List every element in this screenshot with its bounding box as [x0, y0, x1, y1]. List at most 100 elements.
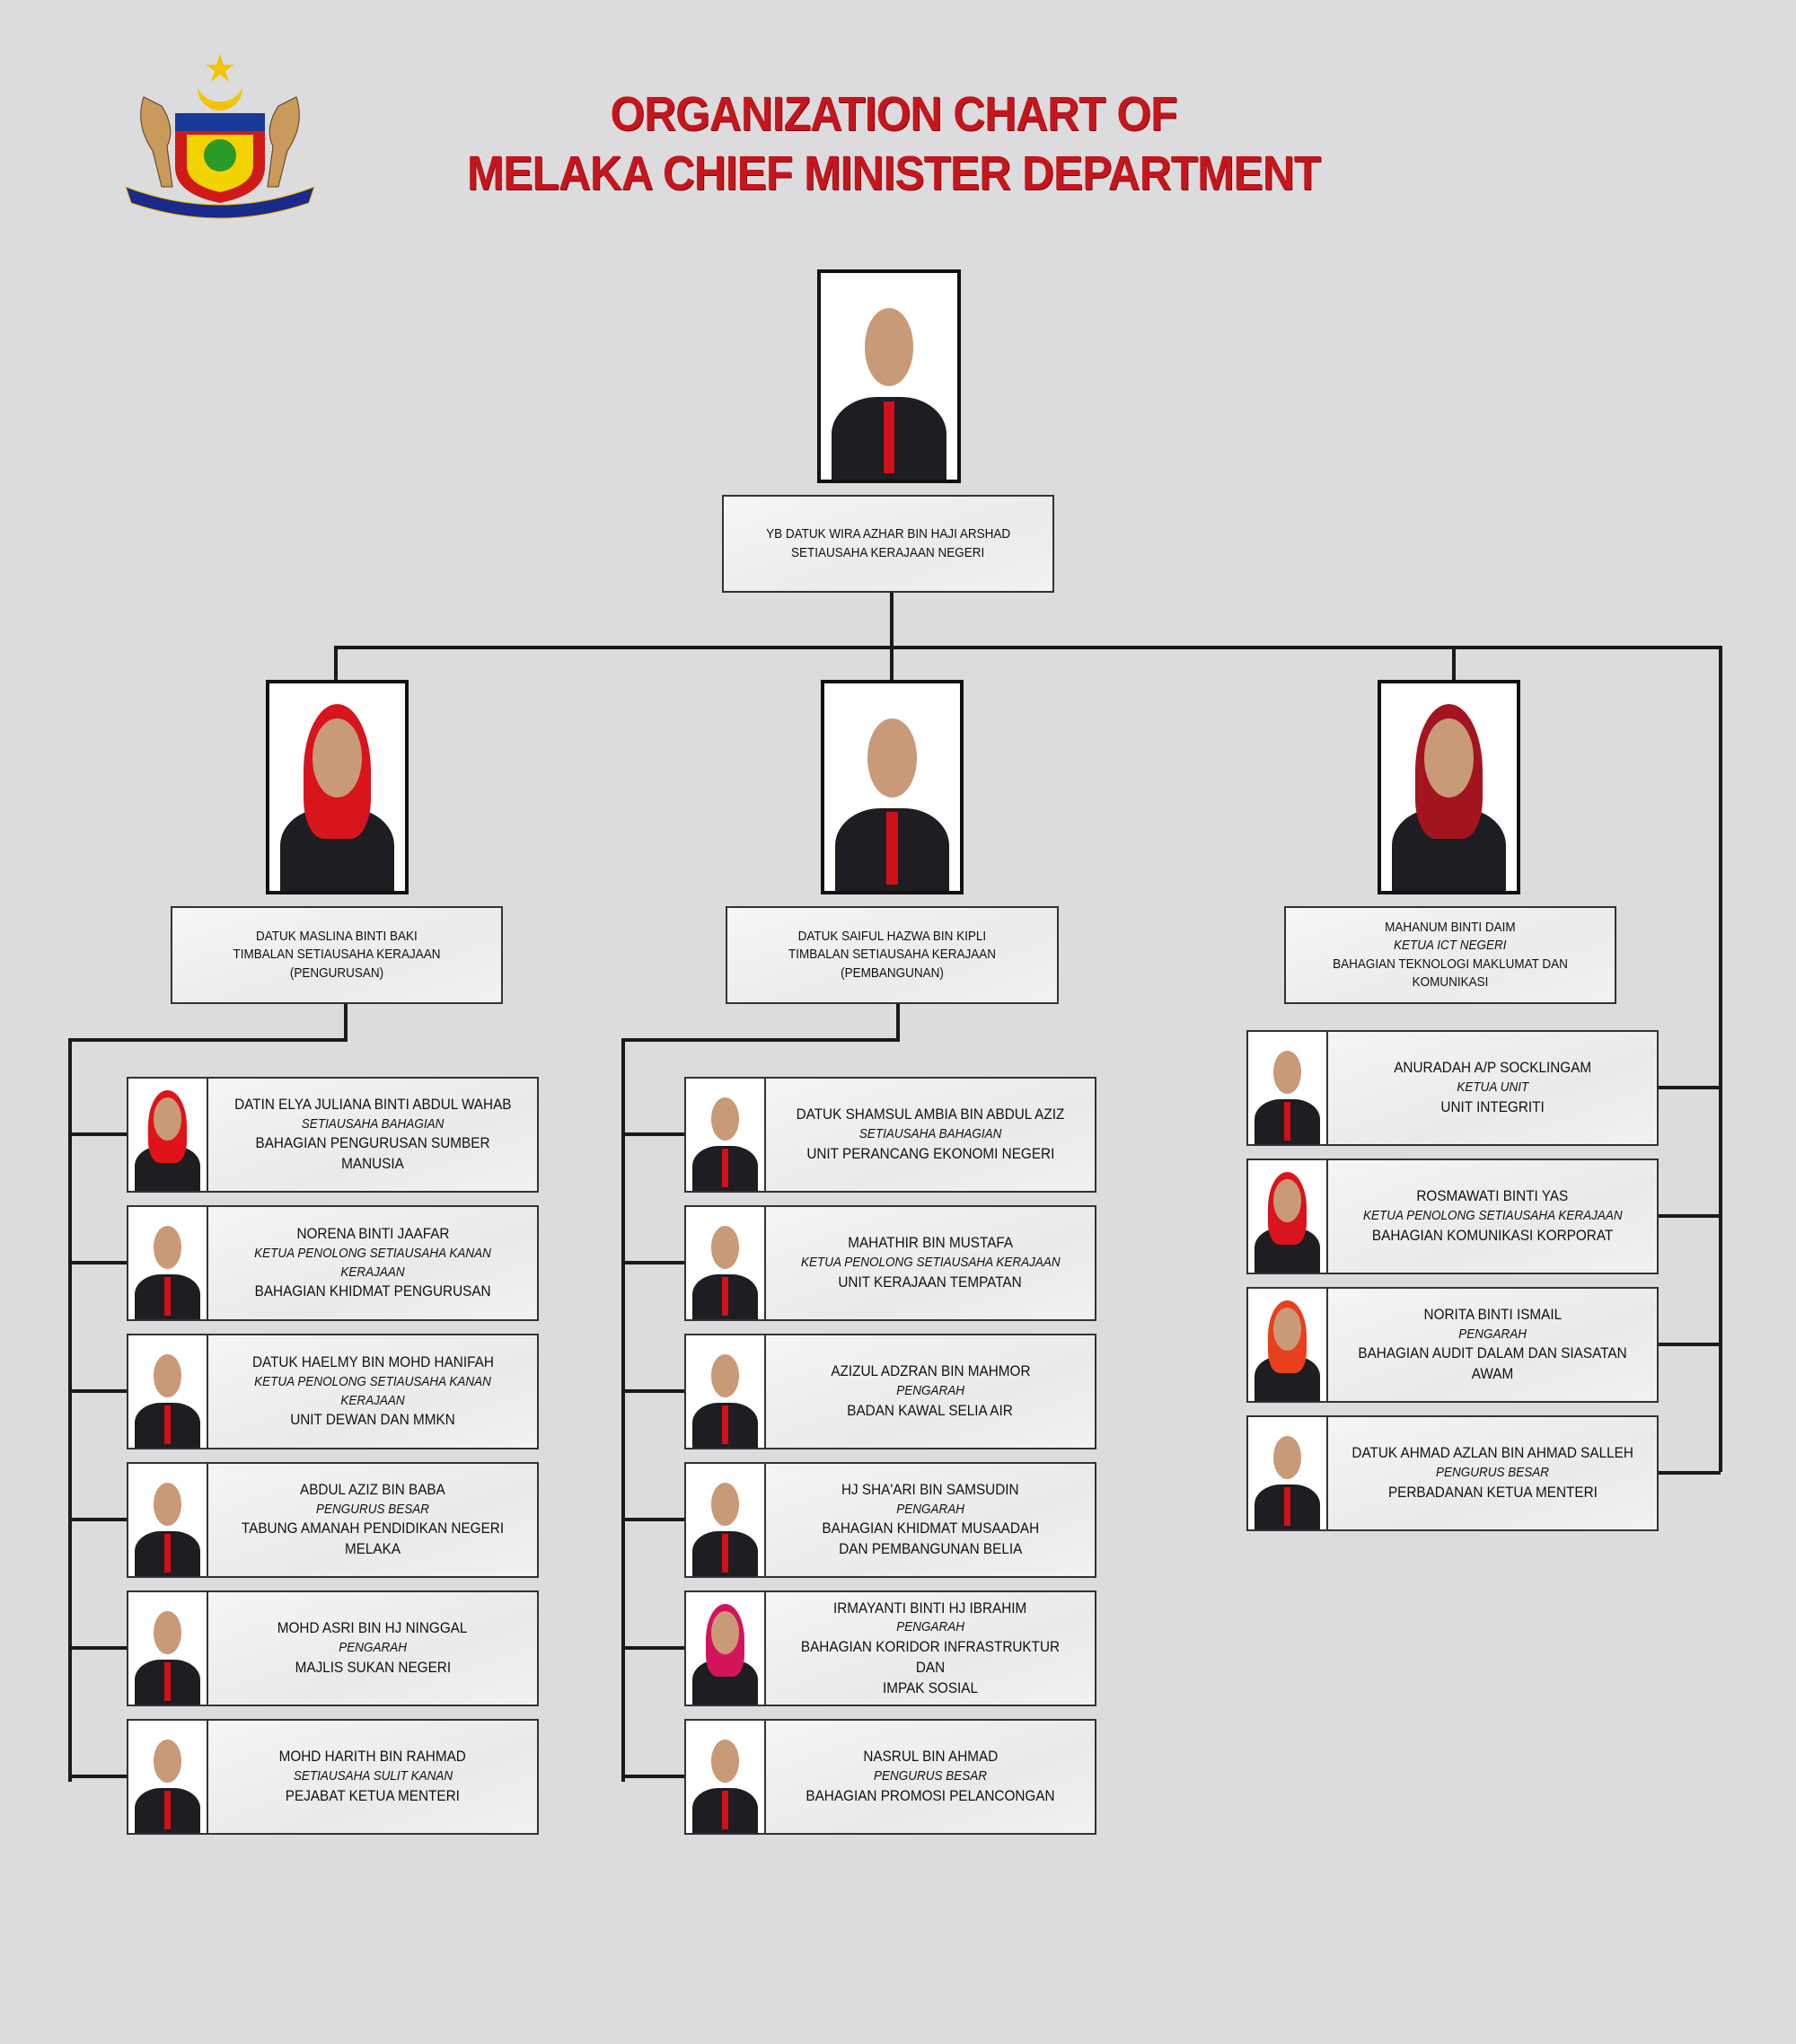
portrait-face [1272, 1436, 1302, 1479]
person-name: AZIZUL ADZRAN BIN MAHMOR [830, 1362, 1031, 1380]
deputy-photo [821, 680, 964, 894]
connector [70, 1261, 127, 1264]
portrait-photo [686, 1464, 766, 1576]
portrait-photo [686, 1079, 766, 1191]
person-role: PENGURUS BESAR [315, 1501, 430, 1517]
connector [334, 646, 338, 682]
person-unit: BADAN KAWAL SELIA AIR [847, 1401, 1014, 1419]
portrait-face [710, 1483, 740, 1526]
person-role: KETUA PENOLONG SETIAUSAHA KERAJAAN [800, 1255, 1061, 1271]
person-name: NASRUL BIN AHMAD [863, 1748, 998, 1766]
chart-title-line-2: MELAKA CHIEF MINISTER DEPARTMENT [466, 146, 1321, 200]
person-unit: TABUNG AMANAH PENDIDIKAN NEGERI MELAKA [241, 1520, 505, 1558]
connector [890, 593, 894, 649]
connector [890, 646, 894, 682]
portrait-photo [128, 1464, 208, 1576]
connector [1659, 1214, 1721, 1218]
card-text: MAHATHIR BIN MUSTAFA KETUA PENOLONG SETIA… [766, 1207, 1095, 1319]
card-text: HJ SHA'ARI BIN SAMSUDIN PENGARAH BAHAGIAN … [766, 1464, 1095, 1576]
portrait-face [710, 1226, 740, 1269]
deputy-box-ict: MAHANUM BINTI DAIM KETUA ICT NEGERI BAHA… [1284, 906, 1616, 1004]
portrait-face [1424, 718, 1474, 798]
connector [1659, 1086, 1721, 1089]
portrait-face [153, 1354, 182, 1397]
person-role: SETIAUSAHA BAHAGIAN [858, 1126, 1002, 1142]
head-photo [817, 269, 961, 483]
person-unit: MAJLIS SUKAN NEGERI [295, 1658, 451, 1676]
portrait-photo [128, 1335, 208, 1448]
portrait-face [710, 1354, 740, 1397]
deputy-name: DATUK SAIFUL HAZWA BIN KIPLI [797, 929, 987, 945]
person-unit: UNIT KERAJAAN TEMPATAN [838, 1273, 1023, 1291]
connector [70, 1389, 127, 1393]
person-name: DATUK HAELMY BIN MOHD HANIFAH [251, 1353, 494, 1371]
portrait-face [710, 1740, 740, 1783]
connector [623, 1261, 684, 1264]
portrait-photo [686, 1207, 766, 1319]
portrait-face [867, 718, 917, 798]
portrait-tie [164, 1661, 171, 1702]
person-name: NORITA BINTI ISMAIL [1423, 1305, 1562, 1323]
portrait-tie [883, 401, 895, 474]
person-name: HJ SHA'ARI BIN SAMSUDIN [841, 1480, 1019, 1498]
person-name: MOHD HARITH BIN RAHMAD [278, 1748, 467, 1766]
person-unit: UNIT INTEGRITI [1440, 1097, 1545, 1115]
melaka-coat-of-arms-logo [125, 54, 315, 219]
connector [1452, 646, 1456, 682]
deputy-photo [266, 680, 409, 894]
portrait-tie [164, 1790, 171, 1830]
person-unit: BAHAGIAN KHIDMAT MUSAADAH DAN PEMBANGUNA… [822, 1520, 1039, 1558]
person-role: KETUA PENOLONG SETIAUSAHA KANAN KERAJAAN [254, 1374, 491, 1408]
person-name: MAHATHIR BIN MUSTAFA [848, 1234, 1013, 1252]
portrait-face [1272, 1308, 1302, 1351]
person-role: PENGARAH [896, 1501, 964, 1517]
connector [621, 1038, 625, 1782]
portrait-photo [1248, 1417, 1328, 1529]
org-card: HJ SHA'ARI BIN SAMSUDIN PENGARAH BAHAGIAN … [684, 1462, 1096, 1578]
deputy-role: KETUA ICT NEGERI [1394, 938, 1507, 954]
portrait-face [153, 1097, 182, 1141]
org-card: AZIZUL ADZRAN BIN MAHMOR PENGARAH BADAN KA… [684, 1334, 1096, 1449]
person-role: KETUA PENOLONG SETIAUSAHA KERAJAAN [1362, 1208, 1623, 1224]
connector [70, 1132, 127, 1136]
portrait-tie [1284, 1486, 1290, 1527]
person-name: IRMAYANTI BINTI HJ IBRAHIM [833, 1599, 1027, 1617]
person-name: DATIN ELYA JULIANA BINTI ABDUL WAHAB [233, 1095, 512, 1113]
deputy-name: MAHANUM BINTI DAIM [1385, 920, 1516, 935]
portrait-photo [686, 1592, 766, 1705]
connector [623, 1132, 684, 1136]
person-role: PENGURUS BESAR [1435, 1465, 1550, 1481]
person-unit: UNIT DEWAN DAN MMKN [290, 1410, 455, 1428]
deputy-box-pengurusan: DATUK MASLINA BINTI BAKI TIMBALAN SETIAU… [171, 906, 503, 1004]
person-role: KETUA UNIT [1457, 1079, 1528, 1096]
connector [70, 1775, 127, 1778]
person-unit: BAHAGIAN KORIDOR INFRASTRUKTUR DAN IMPAK… [800, 1637, 1061, 1696]
connector [623, 1518, 684, 1521]
person-role: KETUA PENOLONG SETIAUSAHA KANAN KERAJAAN [254, 1246, 491, 1280]
connector [1659, 1343, 1721, 1346]
connector [70, 1518, 127, 1521]
portrait-tie [722, 1276, 728, 1317]
deputy-name: DATUK MASLINA BINTI BAKI [256, 929, 418, 945]
person-role: PENGARAH [896, 1383, 964, 1399]
person-role: PENGURUS BESAR [873, 1768, 988, 1784]
portrait-face [864, 308, 914, 387]
deputy-title: TIMBALAN SETIAUSAHA KERAJAAN (PEMBANGUNA… [788, 947, 997, 981]
connector [896, 1004, 900, 1042]
portrait-face [153, 1740, 182, 1783]
portrait-tie [164, 1533, 171, 1573]
